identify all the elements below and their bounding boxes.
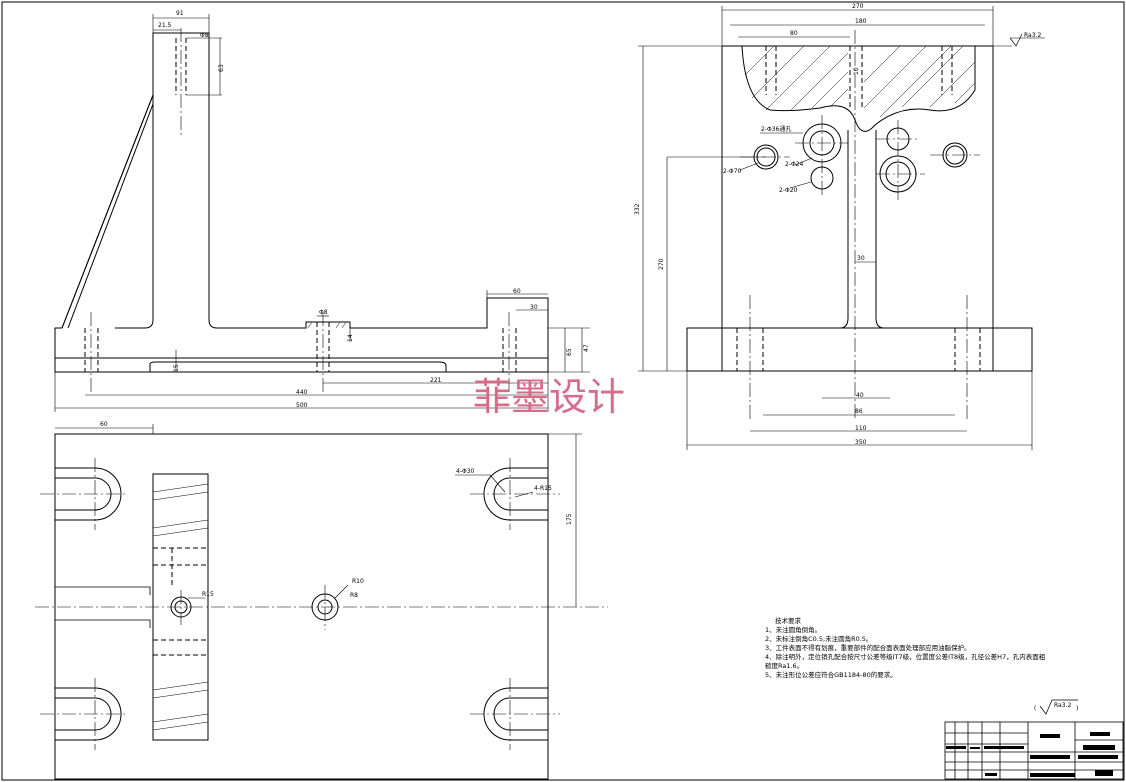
tech-note-4: 4、除注明外，定位销孔配合按尺寸公差等级IT7级，位置度公差IT8级，孔径公差H… [765,652,1046,661]
front-body-outline [54,32,549,373]
dim-side-270: 270 [852,3,864,10]
side-hidden-holes [736,46,981,371]
title-block [944,721,1124,780]
column-fillet [115,319,154,329]
roughness-symbol [1009,33,1023,47]
dim-w-ten: 10 [853,67,860,75]
dim-step: 15 [173,364,180,372]
top-outline [54,433,549,780]
top-centerlines [35,458,608,750]
dim-side-80: 80 [790,30,798,37]
dim-bolt-depth: 14 [347,334,354,342]
dim-top-r10: R10 [352,578,364,585]
dim-holes-36: 2-Φ36通孔 [761,125,791,133]
dim-h-270: 270 [658,258,665,270]
title-block-frame [944,721,1124,780]
tech-note-5: 5、未注形位公差应符合GB1184-80的要求。 [765,670,897,679]
surface-finish-text: Ra3.2 [1054,702,1071,709]
dim-top-holes: 4-Φ30 [456,468,475,475]
side-view [638,6,1045,450]
dim-top-r15-slots: 4-R15 [534,485,552,492]
dim-bolt-dia: Φ8 [319,309,328,316]
dim-w-86: 86 [855,408,863,415]
dim-440: 440 [296,389,308,396]
tech-note-2: 2、未标注倒角C0.5,未注圆角R0.5。 [765,634,872,643]
dim-base-b: 47 [583,344,590,352]
front-dimension-lines [54,14,590,412]
front-hidden-holes [84,38,517,372]
dim-slot-width: 60 [513,288,521,295]
front-centerlines [90,28,510,392]
top-view [35,424,608,780]
dim-h-332: 332 [634,203,641,215]
surface-paren-open: ( [1034,705,1036,712]
dim-221: 221 [430,377,442,384]
dim-holes-20: 2-Φ20 [779,187,798,194]
surface-paren-close: ) [1076,705,1078,712]
dim-roughness: Ra3.2 [1024,32,1041,39]
side-dimension-lines [638,6,1045,450]
side-dim-texts: 270 180 80 Ra3.2 2-Φ36通孔 2-Φ24 2-Φ20 2-Φ… [634,3,1041,446]
dim-slot-offset: 30 [530,304,538,311]
dim-top-r8: R8 [350,592,358,599]
title-block-fill [946,732,1118,777]
tech-note-4b: 糙度Ra1.6。 [765,661,803,670]
dim-hole-dia: Φ8 [200,32,209,39]
dim-hole-depth: 63 [218,64,225,72]
watermark: 菲墨设计 [473,375,625,419]
tech-notes-title: 技术要求 [775,616,802,625]
dim-hole-offset: 21.5 [158,22,172,29]
front-dim-texts: 91 21.5 Φ8 63 60 30 65 47 Φ8 14 15 221 4… [158,10,590,409]
dim-h-40: 40 [856,392,864,399]
front-hatch [307,321,347,329]
tech-note-3: 3、工件表面不得有划痕，重要部件的配合面表面处理部应用油脂保护。 [765,643,971,652]
rib-line [61,94,154,329]
dim-500: 500 [296,402,308,409]
rib-line-2 [67,103,154,329]
slot-bottom-left [55,687,122,741]
dim-h-30: 30 [857,255,865,262]
dim-holes-70: 2-Φ70 [723,168,742,175]
dim-base-a: 65 [566,348,573,356]
top-dimension-lines [55,424,582,607]
top-hatch [152,483,209,731]
dim-top-175: 175 [566,513,573,525]
dim-top-60: 60 [100,421,108,428]
surface-finish-symbol [1039,699,1078,715]
base-relief [149,361,447,372]
dim-w-110: 110 [855,425,867,432]
dim-top-width: 91 [176,10,184,17]
tech-note-1: 1、未注圆角倒角。 [765,625,821,634]
top-dim-texts: 60 4-Φ30 4-R15 175 R15 R10 R8 [100,421,573,599]
dim-top-r15: R15 [202,591,214,598]
surface-finish: ( Ra3.2 ) [1034,699,1078,715]
section-hatch [744,45,976,118]
front-view [54,14,590,412]
dim-holes-24: 2-Φ24 [785,161,804,168]
slot-top-left [55,467,122,521]
dim-w-350: 350 [855,439,867,446]
top-hidden-lines [153,547,208,656]
top-inner-edges [55,586,151,628]
tech-notes: 技术要求 1、未注圆角倒角。 2、未标注倒角C0.5,未注圆角R0.5。 3、工… [765,616,1046,679]
dim-side-180: 180 [855,18,867,25]
